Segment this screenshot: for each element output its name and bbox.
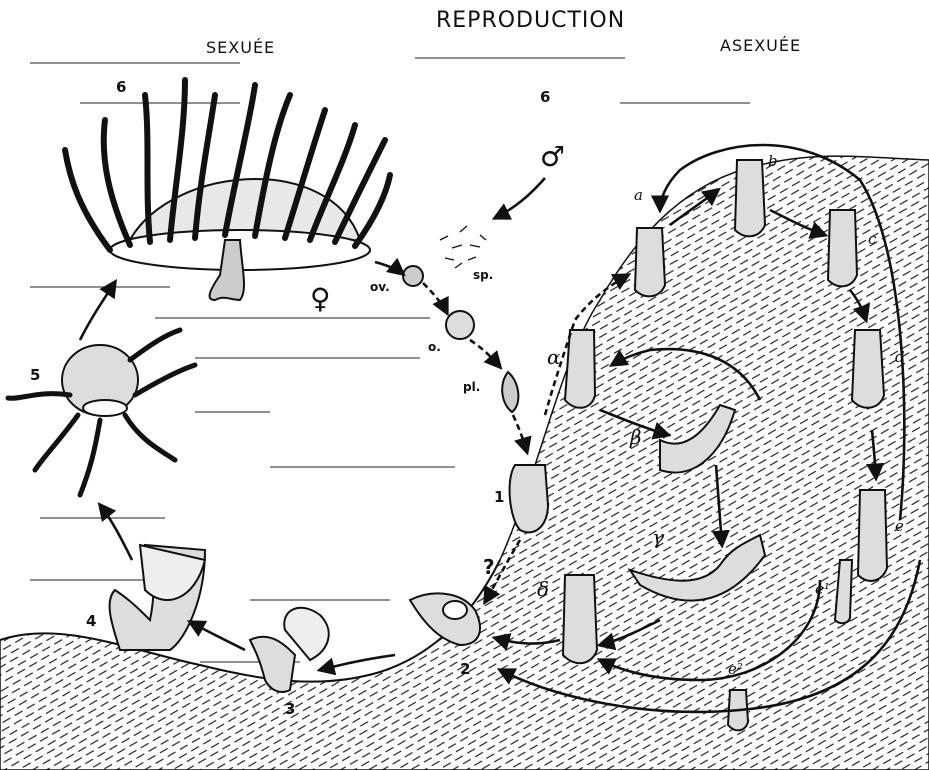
greek-label-delta: δ: [537, 577, 549, 601]
greek-label-gamma: γ: [652, 525, 664, 549]
question-mark-label: ?: [483, 555, 495, 579]
stage-3-label: 3: [285, 700, 295, 718]
gametes: [403, 226, 518, 412]
sperm-label: sp.: [473, 268, 493, 282]
planula-label: pl.: [463, 380, 480, 394]
female-symbol: ♀: [310, 282, 331, 315]
section-sexual: SEXUÉE: [206, 38, 275, 57]
asexual-label-d: d: [895, 348, 905, 366]
asexual-label-e: e: [895, 517, 904, 535]
ovule-label: ov.: [370, 280, 390, 294]
asexual-label-a: a: [634, 186, 643, 204]
polyp-stage-1: [510, 465, 548, 532]
male-symbol: ♂: [540, 140, 565, 173]
stage-6-medusa-label: 6: [116, 78, 126, 96]
stage-6-right-label: 6: [540, 88, 550, 106]
asexual-label-e2: e²: [728, 660, 743, 678]
ephyra-stage-5: [8, 330, 195, 495]
greek-label-beta: β: [630, 425, 642, 449]
greek-label-alpha: α: [547, 345, 561, 369]
stage-4-label: 4: [86, 612, 96, 630]
medusa-stage-6: [65, 80, 390, 300]
stage-1-label: 1: [494, 488, 504, 506]
asexual-label-e1: e¹: [815, 580, 830, 598]
polyp-stage-2: [410, 593, 480, 645]
asexual-label-c: c: [868, 230, 876, 248]
asexual-label-b: b: [768, 152, 778, 170]
egg-label: o.: [428, 340, 441, 354]
polyp-stage-4: [110, 545, 205, 650]
stage-5-label: 5: [30, 366, 40, 384]
stage-2-label: 2: [460, 660, 470, 678]
diagram-title: REPRODUCTION: [436, 8, 625, 33]
section-asexual: ASEXUÉE: [720, 36, 801, 55]
